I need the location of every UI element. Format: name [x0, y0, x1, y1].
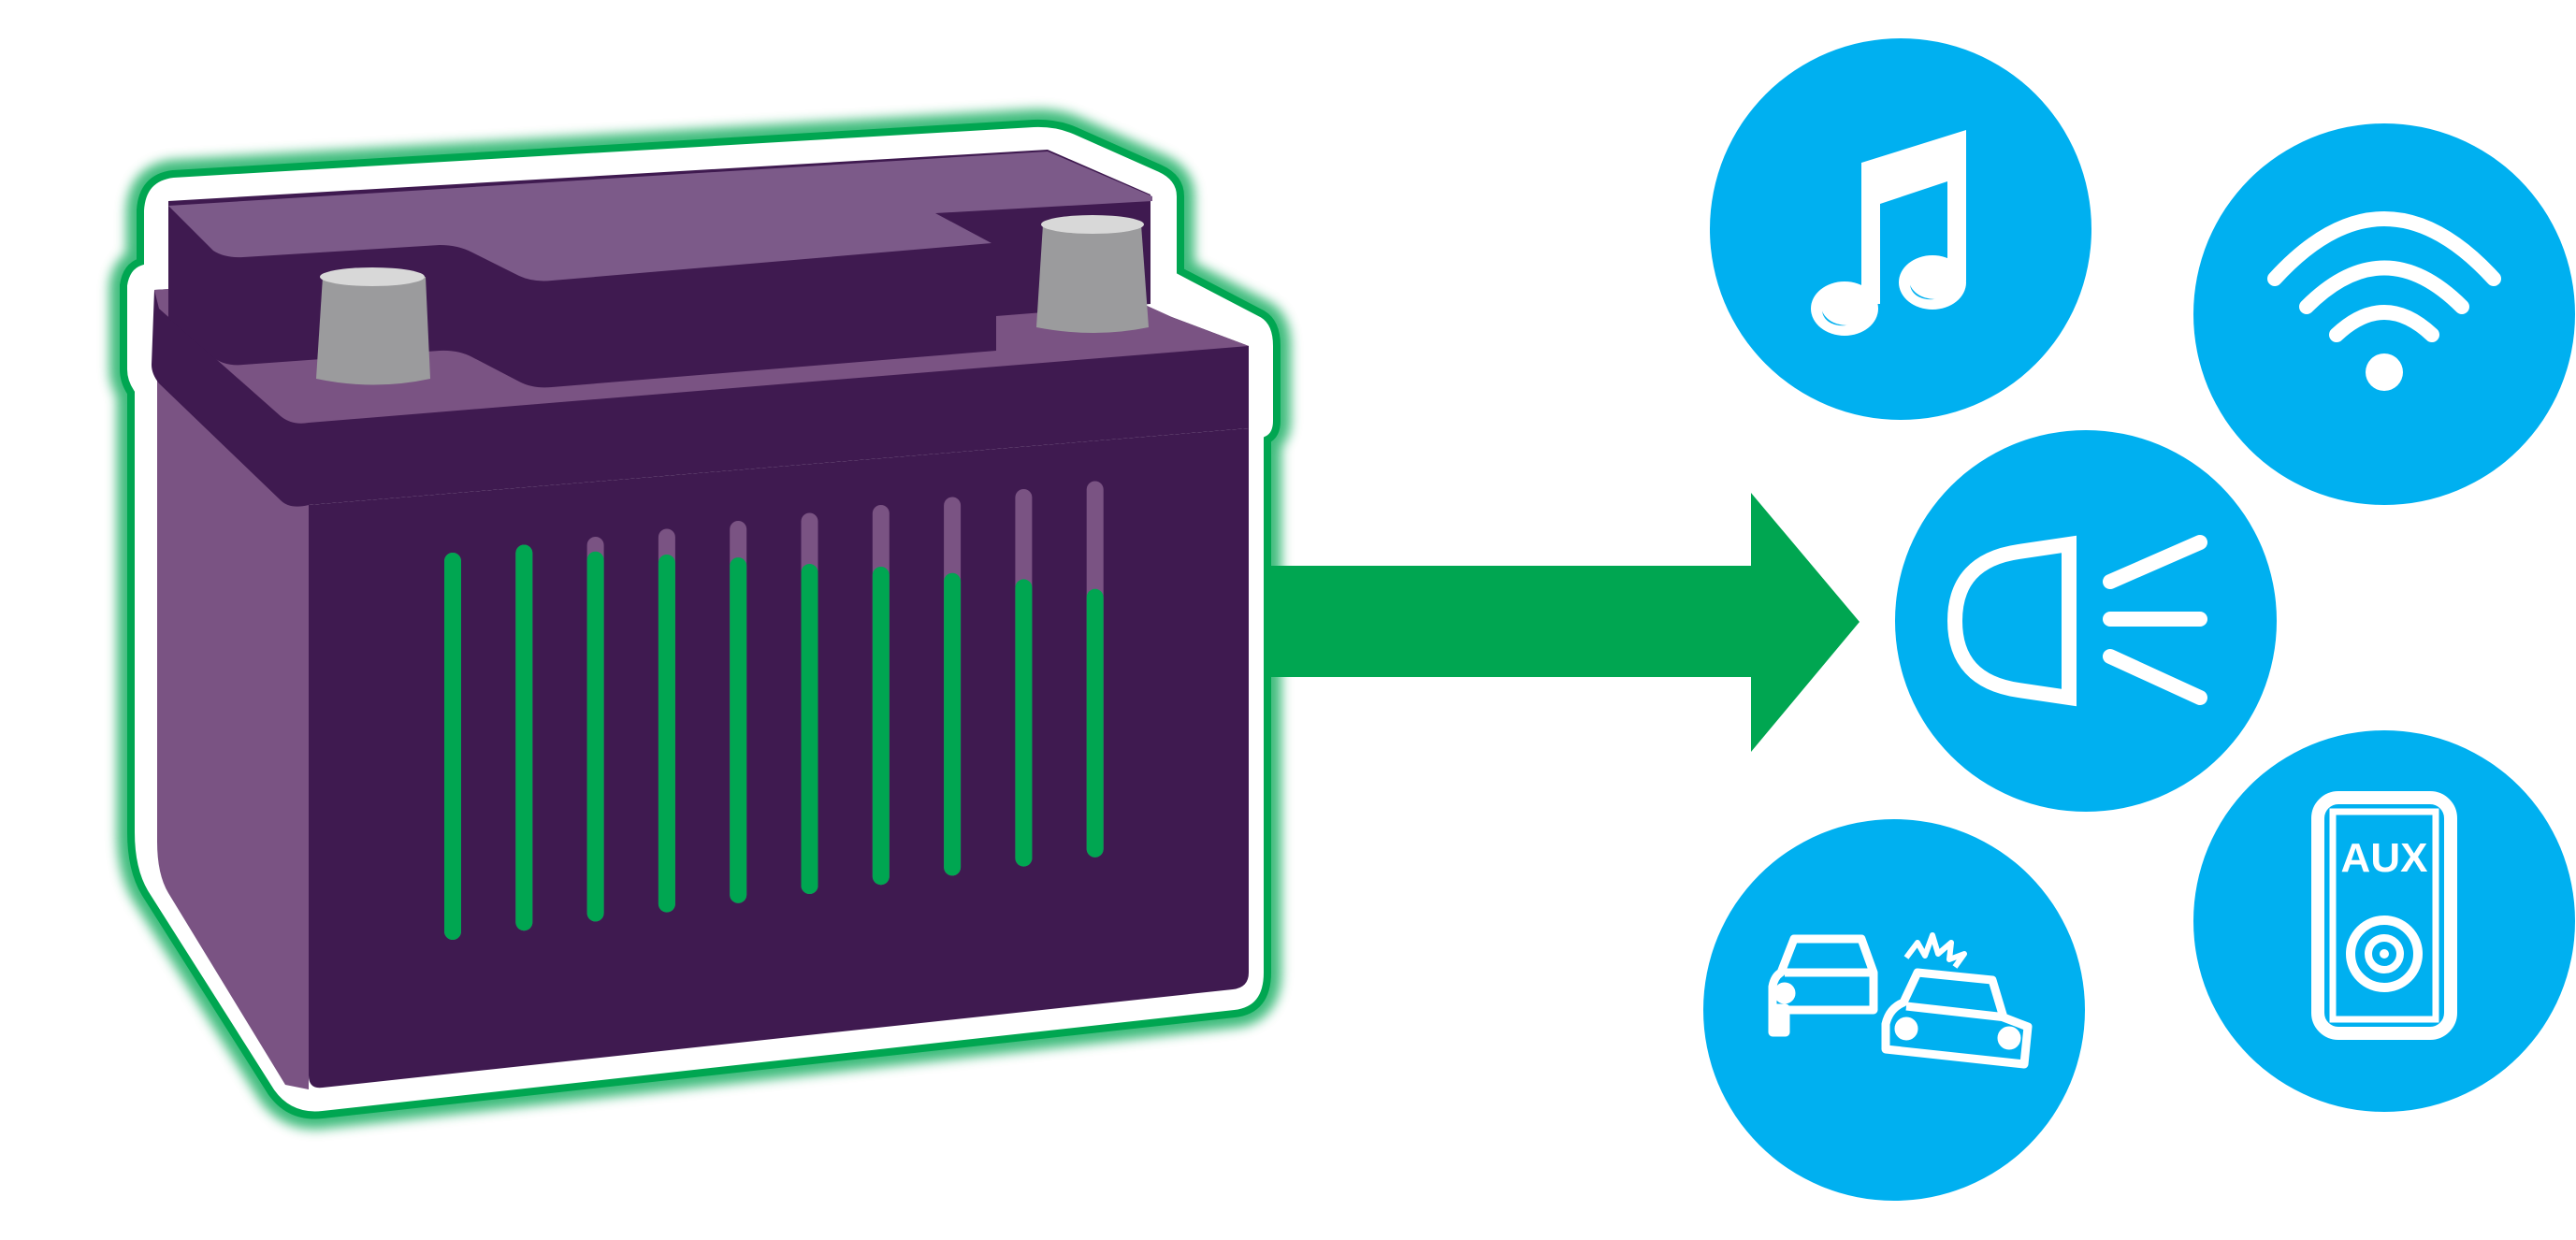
car-battery: [109, 108, 1291, 1130]
wifi-icon: [2267, 211, 2501, 391]
music-note-icon: [1811, 130, 1966, 336]
battery-front-face: [309, 428, 1249, 1089]
collision-circle: [1703, 819, 2085, 1201]
power-flow-arrow: [1267, 493, 1860, 752]
battery-terminal-negative: [316, 267, 430, 385]
headlights-circle: [1895, 430, 2277, 812]
aux-speaker-icon: AUX: [2311, 791, 2457, 1040]
aux-circle: AUX: [2193, 730, 2575, 1112]
battery-lid-upper-top: [168, 151, 1152, 281]
aux-label: AUX: [2341, 835, 2428, 881]
battery-charge-gauges: [444, 481, 1104, 940]
wifi-circle: [2193, 123, 2575, 505]
battery-terminal-positive: [1036, 215, 1149, 333]
headlight-icon: [1946, 535, 2207, 707]
car-collision-icon: [1768, 932, 2033, 1069]
music-circle: [1710, 38, 2091, 420]
